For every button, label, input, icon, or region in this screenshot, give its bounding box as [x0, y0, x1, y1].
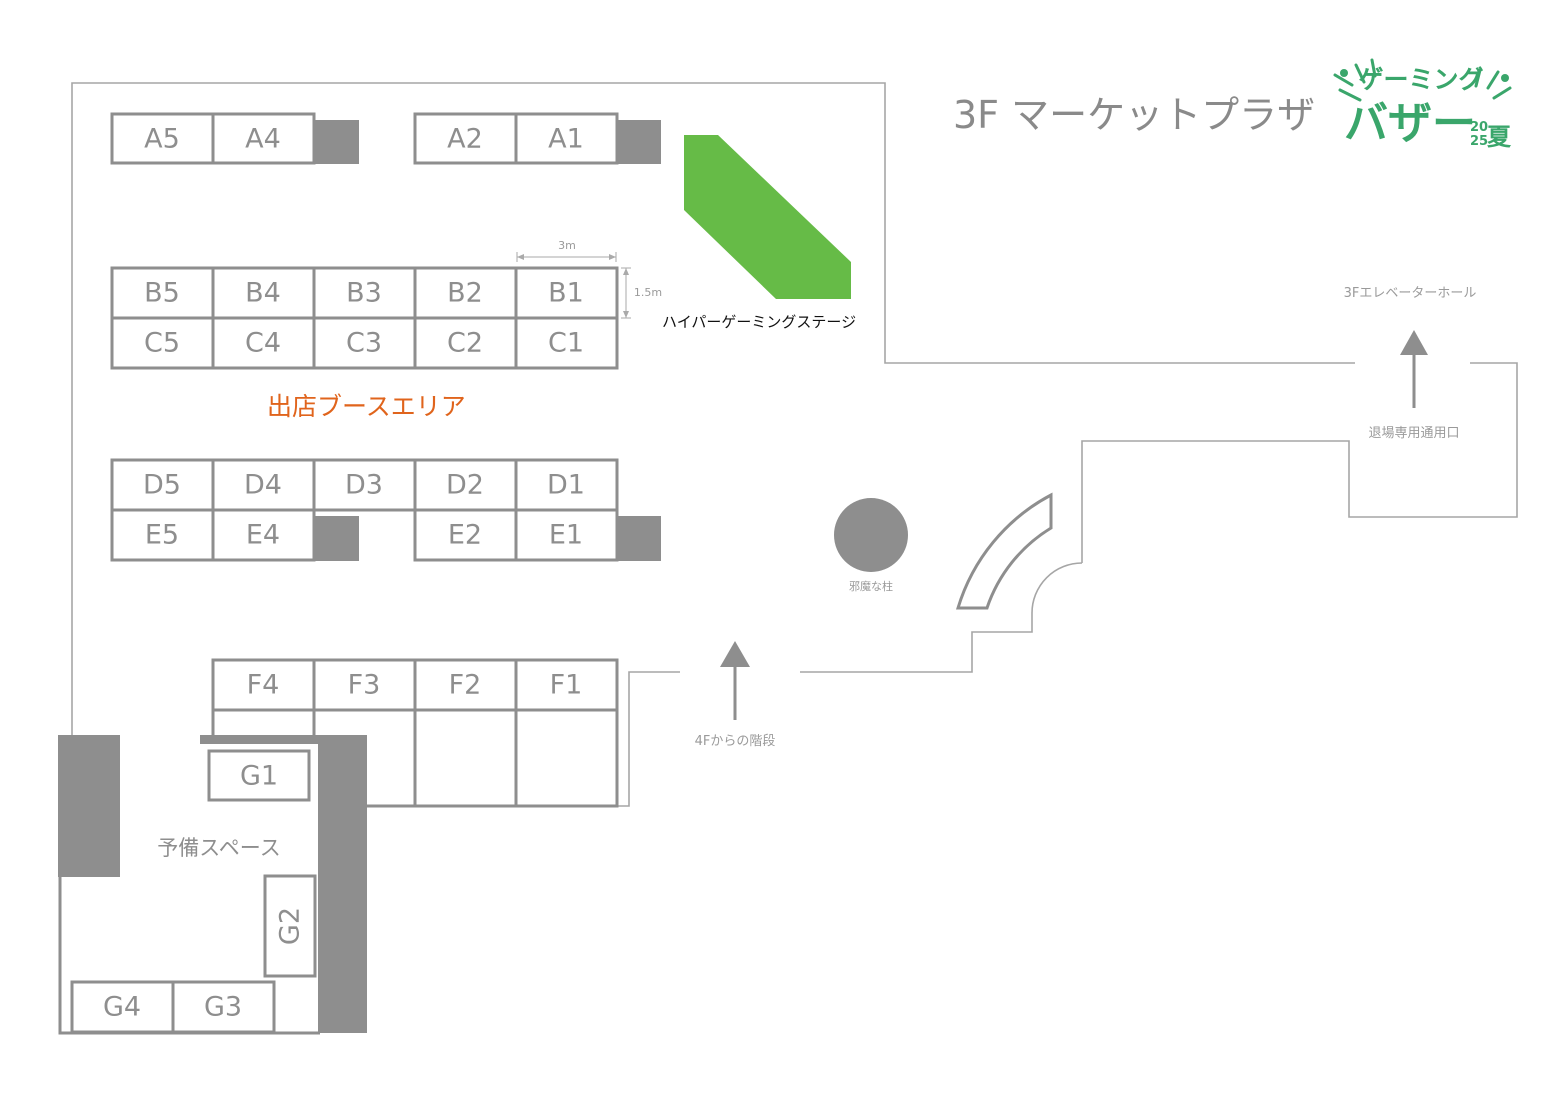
- booth-a4[interactable]: [211, 112, 316, 165]
- booth-label: E1: [549, 520, 583, 551]
- dimension-width: 3m: [558, 239, 576, 252]
- booth-c2[interactable]: C2: [447, 328, 483, 359]
- exit-door: 退場専用通用口 3Fエレベーターホール: [1344, 286, 1477, 441]
- booth-d2[interactable]: D2: [446, 470, 484, 501]
- booth-row-f: F4 F3 F2 F1: [211, 658, 619, 808]
- reserve-space-label: 予備スペース: [157, 836, 280, 860]
- booth-label: A4: [245, 124, 281, 155]
- booth-a2[interactable]: [413, 112, 518, 165]
- dimension-height: 1.5m: [634, 286, 662, 299]
- booth-d3[interactable]: D3: [345, 470, 383, 501]
- booth-f1[interactable]: F1: [550, 670, 583, 701]
- booth-c1[interactable]: C1: [548, 328, 584, 359]
- booth-e2[interactable]: [413, 508, 518, 562]
- gaming-stage[interactable]: [684, 135, 851, 299]
- booth-f4[interactable]: F4: [247, 670, 280, 701]
- logo-year-bottom: 25: [1470, 134, 1488, 149]
- stairs-label: 4Fからの階段: [695, 734, 776, 749]
- wall-block: [318, 735, 367, 1033]
- booth-label: E5: [145, 520, 179, 551]
- walls: [71, 82, 1518, 807]
- stairs-entrance: 4Fからの階段: [695, 641, 776, 749]
- booth-a1[interactable]: [514, 112, 619, 165]
- wall-block: [58, 735, 120, 877]
- booth-c5[interactable]: C5: [144, 328, 180, 359]
- booth-e4[interactable]: [211, 508, 316, 562]
- booth-g2[interactable]: [263, 874, 317, 978]
- exit-label: 退場専用通用口: [1368, 426, 1459, 441]
- booth-b3[interactable]: B3: [346, 278, 382, 309]
- booth-d1[interactable]: D1: [547, 470, 585, 501]
- booth-g1[interactable]: [207, 749, 311, 802]
- dimension-markers: 3m 1.5m: [516, 239, 662, 319]
- booth-rows-d-e: D5 D4 D3 D2 D1 E5 E4 E2 E1: [110, 458, 661, 562]
- storage-block: [616, 120, 661, 164]
- arrow-up-icon: [720, 641, 750, 667]
- booth-e5[interactable]: [110, 508, 215, 562]
- logo-year-top: 20: [1470, 120, 1488, 135]
- booth-d4[interactable]: D4: [244, 470, 282, 501]
- booth-area-label: 出店ブースエリア: [267, 392, 466, 421]
- logo-season: 夏: [1487, 123, 1512, 151]
- stage-label: ハイパーゲーミングステージ: [662, 313, 856, 331]
- storage-block: [314, 516, 359, 561]
- booth-row-a: A5 A4 A2 A1: [110, 112, 661, 165]
- booth-label: G2: [275, 907, 306, 945]
- booth-label: A2: [447, 124, 483, 155]
- booth-label: E2: [448, 520, 482, 551]
- booth-b1[interactable]: B1: [548, 278, 584, 309]
- booth-f3[interactable]: F3: [348, 670, 381, 701]
- reserve-space: G1 予備スペース G2 G4 G3: [58, 735, 367, 1035]
- page-title: 3F マーケットプラザ: [953, 93, 1315, 137]
- pillar-icon: [834, 498, 908, 572]
- event-logo: ゲーミング バザー 20 25 夏: [1333, 58, 1512, 151]
- logo-line1: ゲーミング: [1358, 65, 1483, 94]
- curved-counter: [955, 492, 1053, 610]
- booth-c3[interactable]: C3: [346, 328, 382, 359]
- booth-label: G1: [240, 761, 278, 792]
- wall-block: [200, 735, 320, 744]
- storage-block: [314, 120, 359, 164]
- booth-rows-b-c: B5 B4 B3 B2 B1 C5 C4 C3 C2 C1: [110, 266, 619, 370]
- storage-block: [616, 516, 661, 561]
- booth-label: G3: [204, 992, 242, 1023]
- booth-label: A1: [548, 124, 584, 155]
- booth-e1[interactable]: [514, 508, 619, 562]
- arrow-up-icon: [1400, 330, 1428, 355]
- pillar-label: 邪魔な柱: [849, 579, 893, 593]
- booth-f2[interactable]: F2: [449, 670, 482, 701]
- booth-b4[interactable]: B4: [245, 278, 281, 309]
- booth-block-d: [110, 458, 619, 512]
- booth-b5[interactable]: B5: [144, 278, 180, 309]
- booth-label: E4: [246, 520, 280, 551]
- booth-b2[interactable]: B2: [447, 278, 483, 309]
- booth-label: G4: [103, 992, 141, 1023]
- elevator-hall-label: 3Fエレベーターホール: [1344, 286, 1477, 301]
- booth-d5[interactable]: D5: [143, 470, 181, 501]
- booth-label: A5: [144, 124, 180, 155]
- booth-c4[interactable]: C4: [245, 328, 281, 359]
- logo-line2: バザー: [1344, 98, 1476, 149]
- booth-g3[interactable]: [171, 980, 276, 1034]
